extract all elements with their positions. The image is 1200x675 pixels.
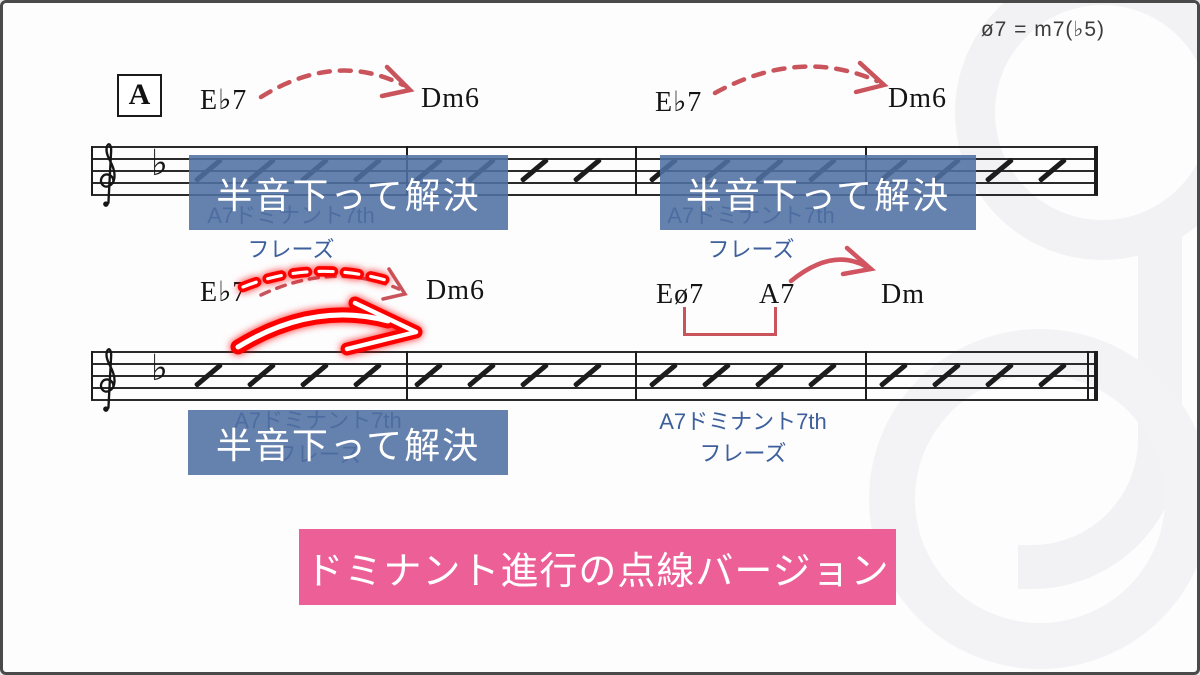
chord-symbol: E♭7 <box>200 277 248 308</box>
dashed-arrow-1 <box>258 64 415 100</box>
chord-symbol: E♭7 <box>655 87 703 118</box>
chord-symbol: E♭7 <box>200 85 248 116</box>
flat-key-signature-icon: ♭ <box>151 143 168 183</box>
treble-clef-icon <box>99 348 116 412</box>
two-five-bracket <box>683 307 777 336</box>
staff-system-2: ♭ <box>91 348 1098 412</box>
dashed-arrow-3 <box>259 267 408 301</box>
chord-symbol: Dm6 <box>426 275 485 306</box>
highlight-dashed-arc <box>237 266 395 293</box>
callout-box-resolve-1: 半音下って解決 <box>189 155 508 230</box>
dashed-arrow-2 <box>712 60 889 96</box>
chord-symbol: Eø7 <box>656 279 705 310</box>
title-banner: ドミナント進行の点線バージョン <box>299 529 896 605</box>
chord-symbol: A7 <box>759 279 796 310</box>
chord-symbol: Dm6 <box>888 83 947 114</box>
callout-box-resolve-3: 半音下って解決 <box>188 410 508 475</box>
rehearsal-mark-a: A <box>117 74 162 117</box>
highlight-thick-arrow <box>230 296 423 356</box>
phrase-label: A7ドミナント7th フレーズ <box>659 409 827 466</box>
flat-key-signature-icon: ♭ <box>151 348 168 388</box>
callout-box-resolve-2: 半音下って解決 <box>660 155 976 230</box>
half-diminished-formula: ø7 = m7(♭5) <box>980 18 1105 41</box>
treble-clef-icon <box>99 143 116 207</box>
chord-symbol: Dm <box>881 279 925 310</box>
chord-symbol: Dm6 <box>421 83 480 114</box>
